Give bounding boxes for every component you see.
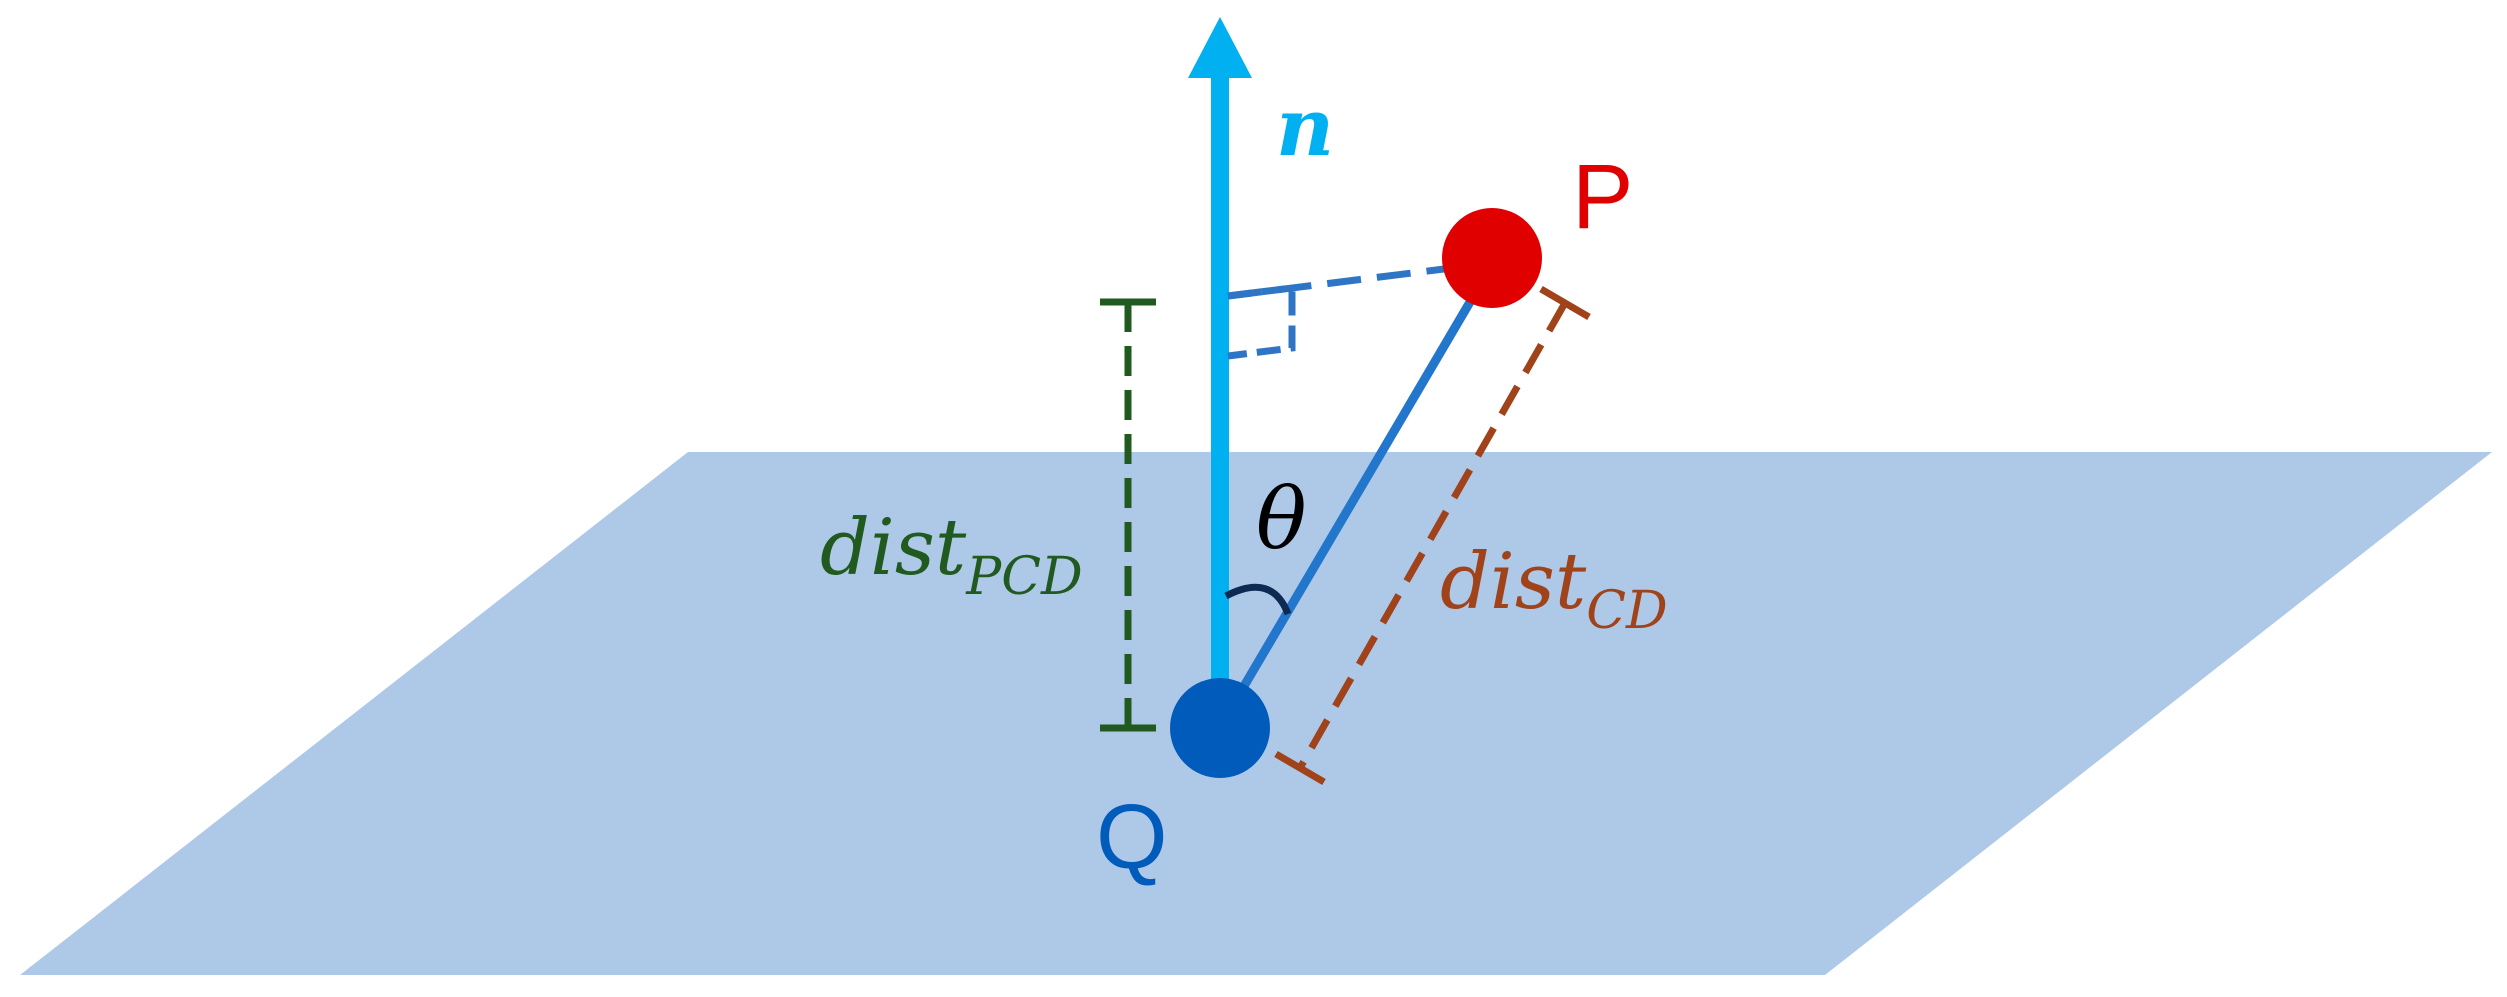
point-q <box>1170 678 1270 778</box>
theta-label: θ <box>1256 470 1307 568</box>
dist-pcd-bracket <box>1100 298 1156 732</box>
point-p-label: P <box>1572 146 1633 248</box>
dist-cd-base: dist <box>1440 537 1587 627</box>
dist-pcd-subscript: PCD <box>965 547 1082 607</box>
right-angle-marker <box>1227 284 1296 360</box>
normal-arrow-head <box>1188 17 1252 78</box>
point-q-label: Q <box>1096 786 1168 888</box>
point-p <box>1442 208 1542 308</box>
dist-cd-label: distCD <box>1440 537 1668 641</box>
angle-arc <box>1224 583 1292 616</box>
dist-pcd-base: dist <box>820 503 967 593</box>
segment-pq <box>1226 282 1484 713</box>
dist-cd-subscript: CD <box>1586 581 1667 641</box>
dist-pcd-label: distPCD <box>820 503 1083 607</box>
dist-cd-bracket <box>1274 285 1591 786</box>
projection-line <box>1227 264 1453 300</box>
normal-label: n <box>1276 80 1334 174</box>
